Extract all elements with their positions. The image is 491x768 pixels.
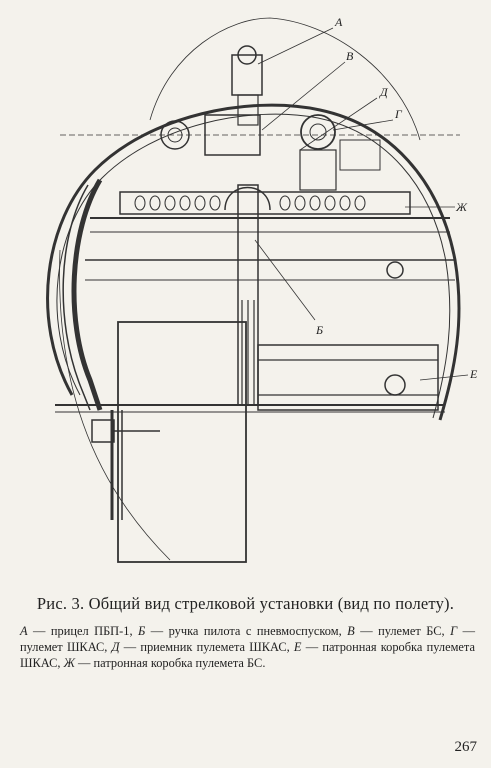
label-v: В [346,49,354,63]
bs-ammo-rounds [134,195,366,211]
shkas-cartridge-box [257,344,439,411]
label-e: Е [469,367,478,381]
outer-fuselage-outline [59,249,171,561]
bs-machine-gun [204,114,261,156]
label-g: Г [394,107,403,121]
page-number: 267 [454,739,478,755]
legend-entry-b: Б — ручка пилота с пневмоспуском, [138,624,348,638]
legend-entry-a: А — прицел ПБП-1, [20,624,139,638]
figure-legend: А — прицел ПБП-1, Б — ручка пилота с пне… [20,623,475,671]
shkas-machine-gun [300,114,336,150]
fuselage-ring [46,103,461,421]
label-d: Д [379,85,389,99]
canopy-outline [149,17,421,141]
label-a: А [334,15,343,29]
figure-caption: Рис. 3. Общий вид стрелковой установки (… [36,594,455,613]
legend-entry-g: Г — пулемет ШКАС, [20,624,476,654]
shkas-receiver [339,139,381,171]
label-b: Б [315,323,323,337]
cable-conduit [71,178,103,411]
legend-entry-v: В — пулемет БС, [347,624,451,638]
legend-entry-e: Е — патронная коробка пулемета ШКАС, [20,640,475,670]
seat-back-panel [117,321,247,563]
turret-technical-drawing: А В Д Г Ж Б Е [46,15,478,563]
legend-entry-zh: Ж — патронная коробка пулемета БС. [63,656,266,670]
pbp1-sight [231,54,263,96]
label-zh: Ж [455,200,468,214]
legend-entry-d: Д — приемник пулемета ШКАС, [111,640,294,654]
